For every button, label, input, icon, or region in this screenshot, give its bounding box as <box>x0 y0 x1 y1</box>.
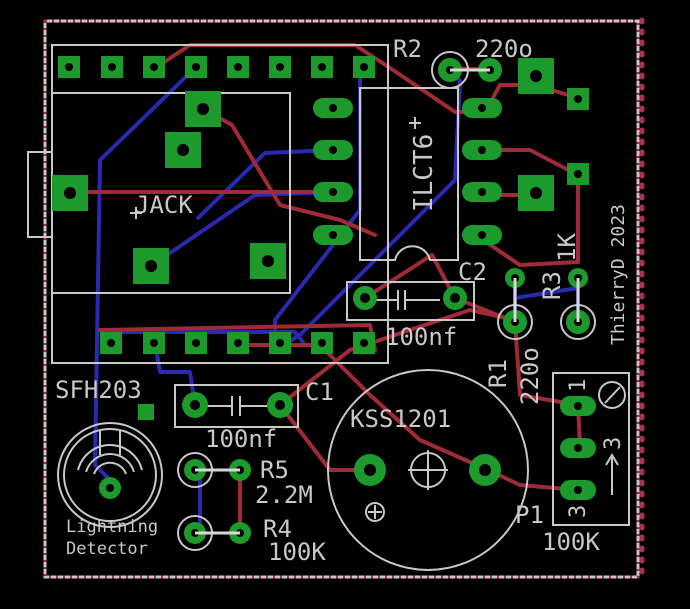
r1-value: 220o <box>516 347 544 405</box>
c2-value: 100nf <box>385 323 457 351</box>
jack-label: JACK <box>135 191 193 219</box>
p1-pin1-label: 1 <box>566 379 591 392</box>
r2-label: R2 <box>393 35 422 63</box>
sensor-label: SFH203 <box>55 376 142 404</box>
pad-links <box>195 68 580 535</box>
p1-label: P1 <box>515 501 544 529</box>
buzzer-label: KSS1201 <box>350 405 451 433</box>
p1-pin3a-label: 3 <box>601 437 626 450</box>
author-label: ThierryD 2023 <box>608 204 629 345</box>
r4-label: R4 <box>263 515 292 543</box>
c2-label: C2 <box>458 258 487 286</box>
ic-label: ILCT6 <box>409 134 439 212</box>
r3-label: R3 <box>538 271 566 300</box>
c1-value: 100nf <box>205 425 277 453</box>
square-pad <box>138 404 154 420</box>
r4-value: 100K <box>268 538 326 566</box>
board-outline <box>43 17 645 583</box>
caption-line1: Lightning <box>66 517 158 537</box>
r5-label: R5 <box>260 456 289 484</box>
drill-holes <box>64 63 582 537</box>
r5-value: 2.2M <box>255 481 313 509</box>
c1-label: C1 <box>305 378 334 406</box>
r3-value: 1K <box>553 233 581 262</box>
p1-value: 100K <box>542 528 600 556</box>
r1-label: R1 <box>484 359 512 388</box>
p1-pin3b-label: 3 <box>566 505 591 518</box>
r2-value: 220o <box>475 35 533 63</box>
silkscreen-text: R2 220o ILCT6 JACK C2 100nf R3 1K Thierr… <box>55 35 629 566</box>
caption-line2: Detector <box>66 539 148 559</box>
